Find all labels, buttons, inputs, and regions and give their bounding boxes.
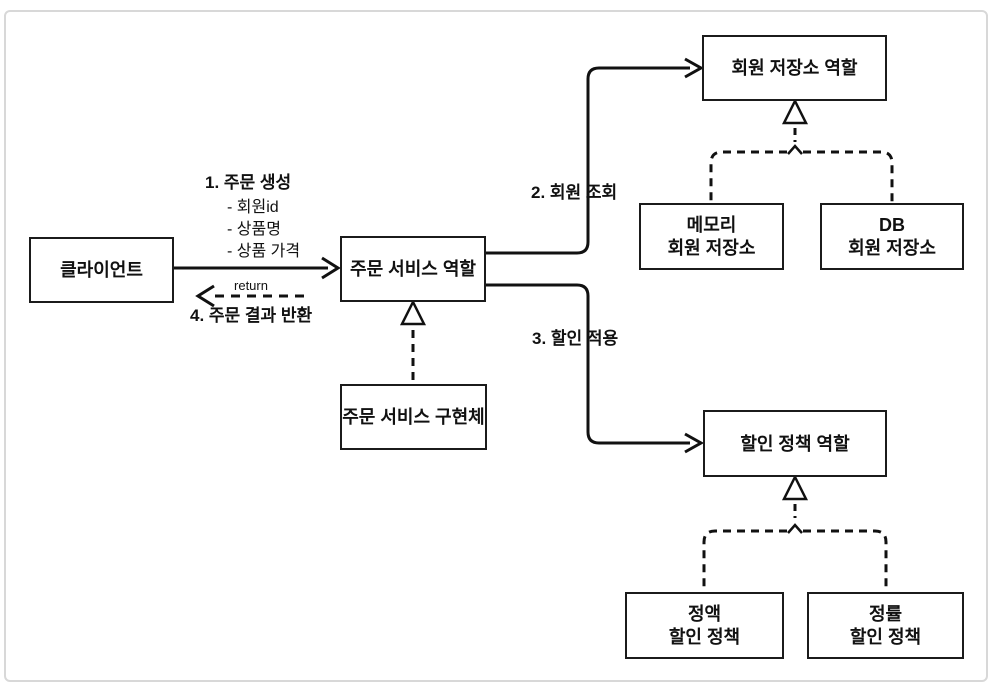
node-client: 클라이언트: [29, 237, 174, 303]
caret-up-icon: [787, 523, 803, 534]
arrowhead-right-icon: [684, 432, 705, 454]
label-step1-param-member-id: - 회원id: [227, 198, 279, 216]
node-fixed-discount-policy-line1: 정액: [688, 604, 721, 624]
node-member-repo-role-label: 회원 저장소 역할: [732, 57, 858, 78]
label-step4: 4. 주문 결과 반환: [190, 306, 313, 325]
hollow-triangle-icon: [399, 299, 427, 326]
node-db-member-repo: DB 회원 저장소: [820, 203, 964, 270]
node-discount-policy-role: 할인 정책 역할: [703, 410, 887, 477]
node-discount-policy-role-label: 할인 정책 역할: [740, 433, 850, 454]
arrow-discount-apply: [485, 283, 705, 454]
node-rate-discount-policy: 정률 할인 정책: [807, 592, 964, 659]
arrow-member-lookup: [485, 57, 705, 255]
node-member-repo-role: 회원 저장소 역할: [702, 35, 887, 101]
node-order-service-impl: 주문 서비스 구현체: [340, 384, 487, 450]
arrow-order-return: [195, 284, 304, 308]
node-memory-member-repo: 메모리 회원 저장소: [639, 203, 784, 270]
generalization-order-service: [399, 299, 427, 385]
node-db-member-repo-line2: 회원 저장소: [848, 238, 936, 258]
node-order-service-impl-label: 주문 서비스 구현체: [342, 407, 484, 427]
node-memory-member-repo-line1: 메모리: [687, 215, 737, 235]
generalization-discount-policy: [702, 474, 888, 593]
node-db-member-repo-line1: DB: [879, 215, 905, 235]
diagram-frame: [4, 10, 988, 682]
node-fixed-discount-policy-line2: 할인 정책: [669, 626, 740, 647]
node-memory-member-repo-line2: 회원 저장소: [668, 238, 756, 258]
node-order-service-role-label: 주문 서비스 역할: [350, 258, 476, 279]
label-step1-param-product-price: - 상품 가격: [227, 242, 300, 260]
node-client-label: 클라이언트: [60, 260, 143, 280]
arrowhead-right-icon: [684, 57, 705, 79]
label-step1-title: 1. 주문 생성: [205, 173, 291, 192]
label-step1-param-product-name: - 상품명: [227, 220, 281, 238]
hollow-triangle-icon: [781, 474, 809, 501]
hollow-triangle-icon: [781, 98, 809, 125]
caret-up-icon: [787, 144, 803, 155]
node-rate-discount-policy-line2: 할인 정책: [850, 626, 921, 647]
node-fixed-discount-policy: 정액 할인 정책: [625, 592, 784, 659]
node-rate-discount-policy-line1: 정률: [869, 604, 902, 624]
arrowhead-right-icon: [321, 256, 341, 280]
label-step3: 3. 할인 적용: [532, 329, 619, 348]
arrow-order-create: [173, 256, 341, 280]
arrowhead-left-icon: [195, 284, 215, 308]
label-return: return: [234, 278, 268, 293]
generalization-member-repo: [709, 98, 894, 204]
node-order-service-role: 주문 서비스 역할: [340, 236, 486, 302]
label-step2: 2. 회원 조회: [531, 183, 617, 202]
